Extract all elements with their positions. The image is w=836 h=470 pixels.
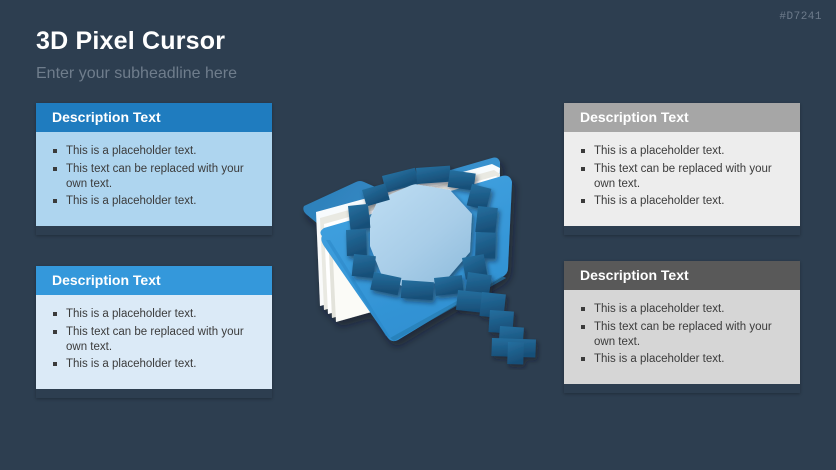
magnifier-handle	[455, 272, 536, 365]
bullet-list: This is a placeholder text. This text ca…	[52, 307, 258, 372]
description-card-top-left[interactable]: Description Text This is a placeholder t…	[36, 103, 272, 235]
page-title: 3D Pixel Cursor	[36, 27, 226, 55]
bullet-list: This is a placeholder text. This text ca…	[52, 144, 258, 209]
card-body: This is a placeholder text. This text ca…	[564, 290, 800, 384]
list-item: This text can be replaced with your own …	[580, 320, 786, 349]
description-card-bottom-right[interactable]: Description Text This is a placeholder t…	[564, 261, 800, 393]
card-body: This is a placeholder text. This text ca…	[36, 132, 272, 226]
list-item: This is a placeholder text.	[52, 357, 258, 372]
bullet-list: This is a placeholder text. This text ca…	[580, 144, 786, 209]
list-item: This is a placeholder text.	[52, 194, 258, 209]
list-item: This text can be replaced with your own …	[580, 162, 786, 191]
list-item: This is a placeholder text.	[52, 144, 258, 159]
list-item: This is a placeholder text.	[580, 194, 786, 209]
slide-id-label: #D7241	[779, 11, 822, 23]
list-item: This text can be replaced with your own …	[52, 162, 258, 191]
list-item: This text can be replaced with your own …	[52, 325, 258, 354]
page-subtitle: Enter your subheadline here	[36, 65, 238, 82]
description-card-top-right[interactable]: Description Text This is a placeholder t…	[564, 103, 800, 235]
card-title: Description Text	[564, 103, 800, 133]
pixel-magnifier-icon	[346, 165, 536, 365]
list-item: This is a placeholder text.	[52, 307, 258, 322]
list-item: This is a placeholder text.	[580, 352, 786, 367]
list-item: This is a placeholder text.	[580, 144, 786, 159]
folder-magnifier-illustration	[286, 140, 556, 370]
card-title: Description Text	[564, 261, 800, 291]
card-title: Description Text	[36, 103, 272, 133]
card-title: Description Text	[36, 266, 272, 296]
card-body: This is a placeholder text. This text ca…	[36, 295, 272, 389]
card-body: This is a placeholder text. This text ca…	[564, 132, 800, 226]
description-card-bottom-left[interactable]: Description Text This is a placeholder t…	[36, 266, 272, 398]
bullet-list: This is a placeholder text. This text ca…	[580, 302, 786, 367]
list-item: This is a placeholder text.	[580, 302, 786, 317]
